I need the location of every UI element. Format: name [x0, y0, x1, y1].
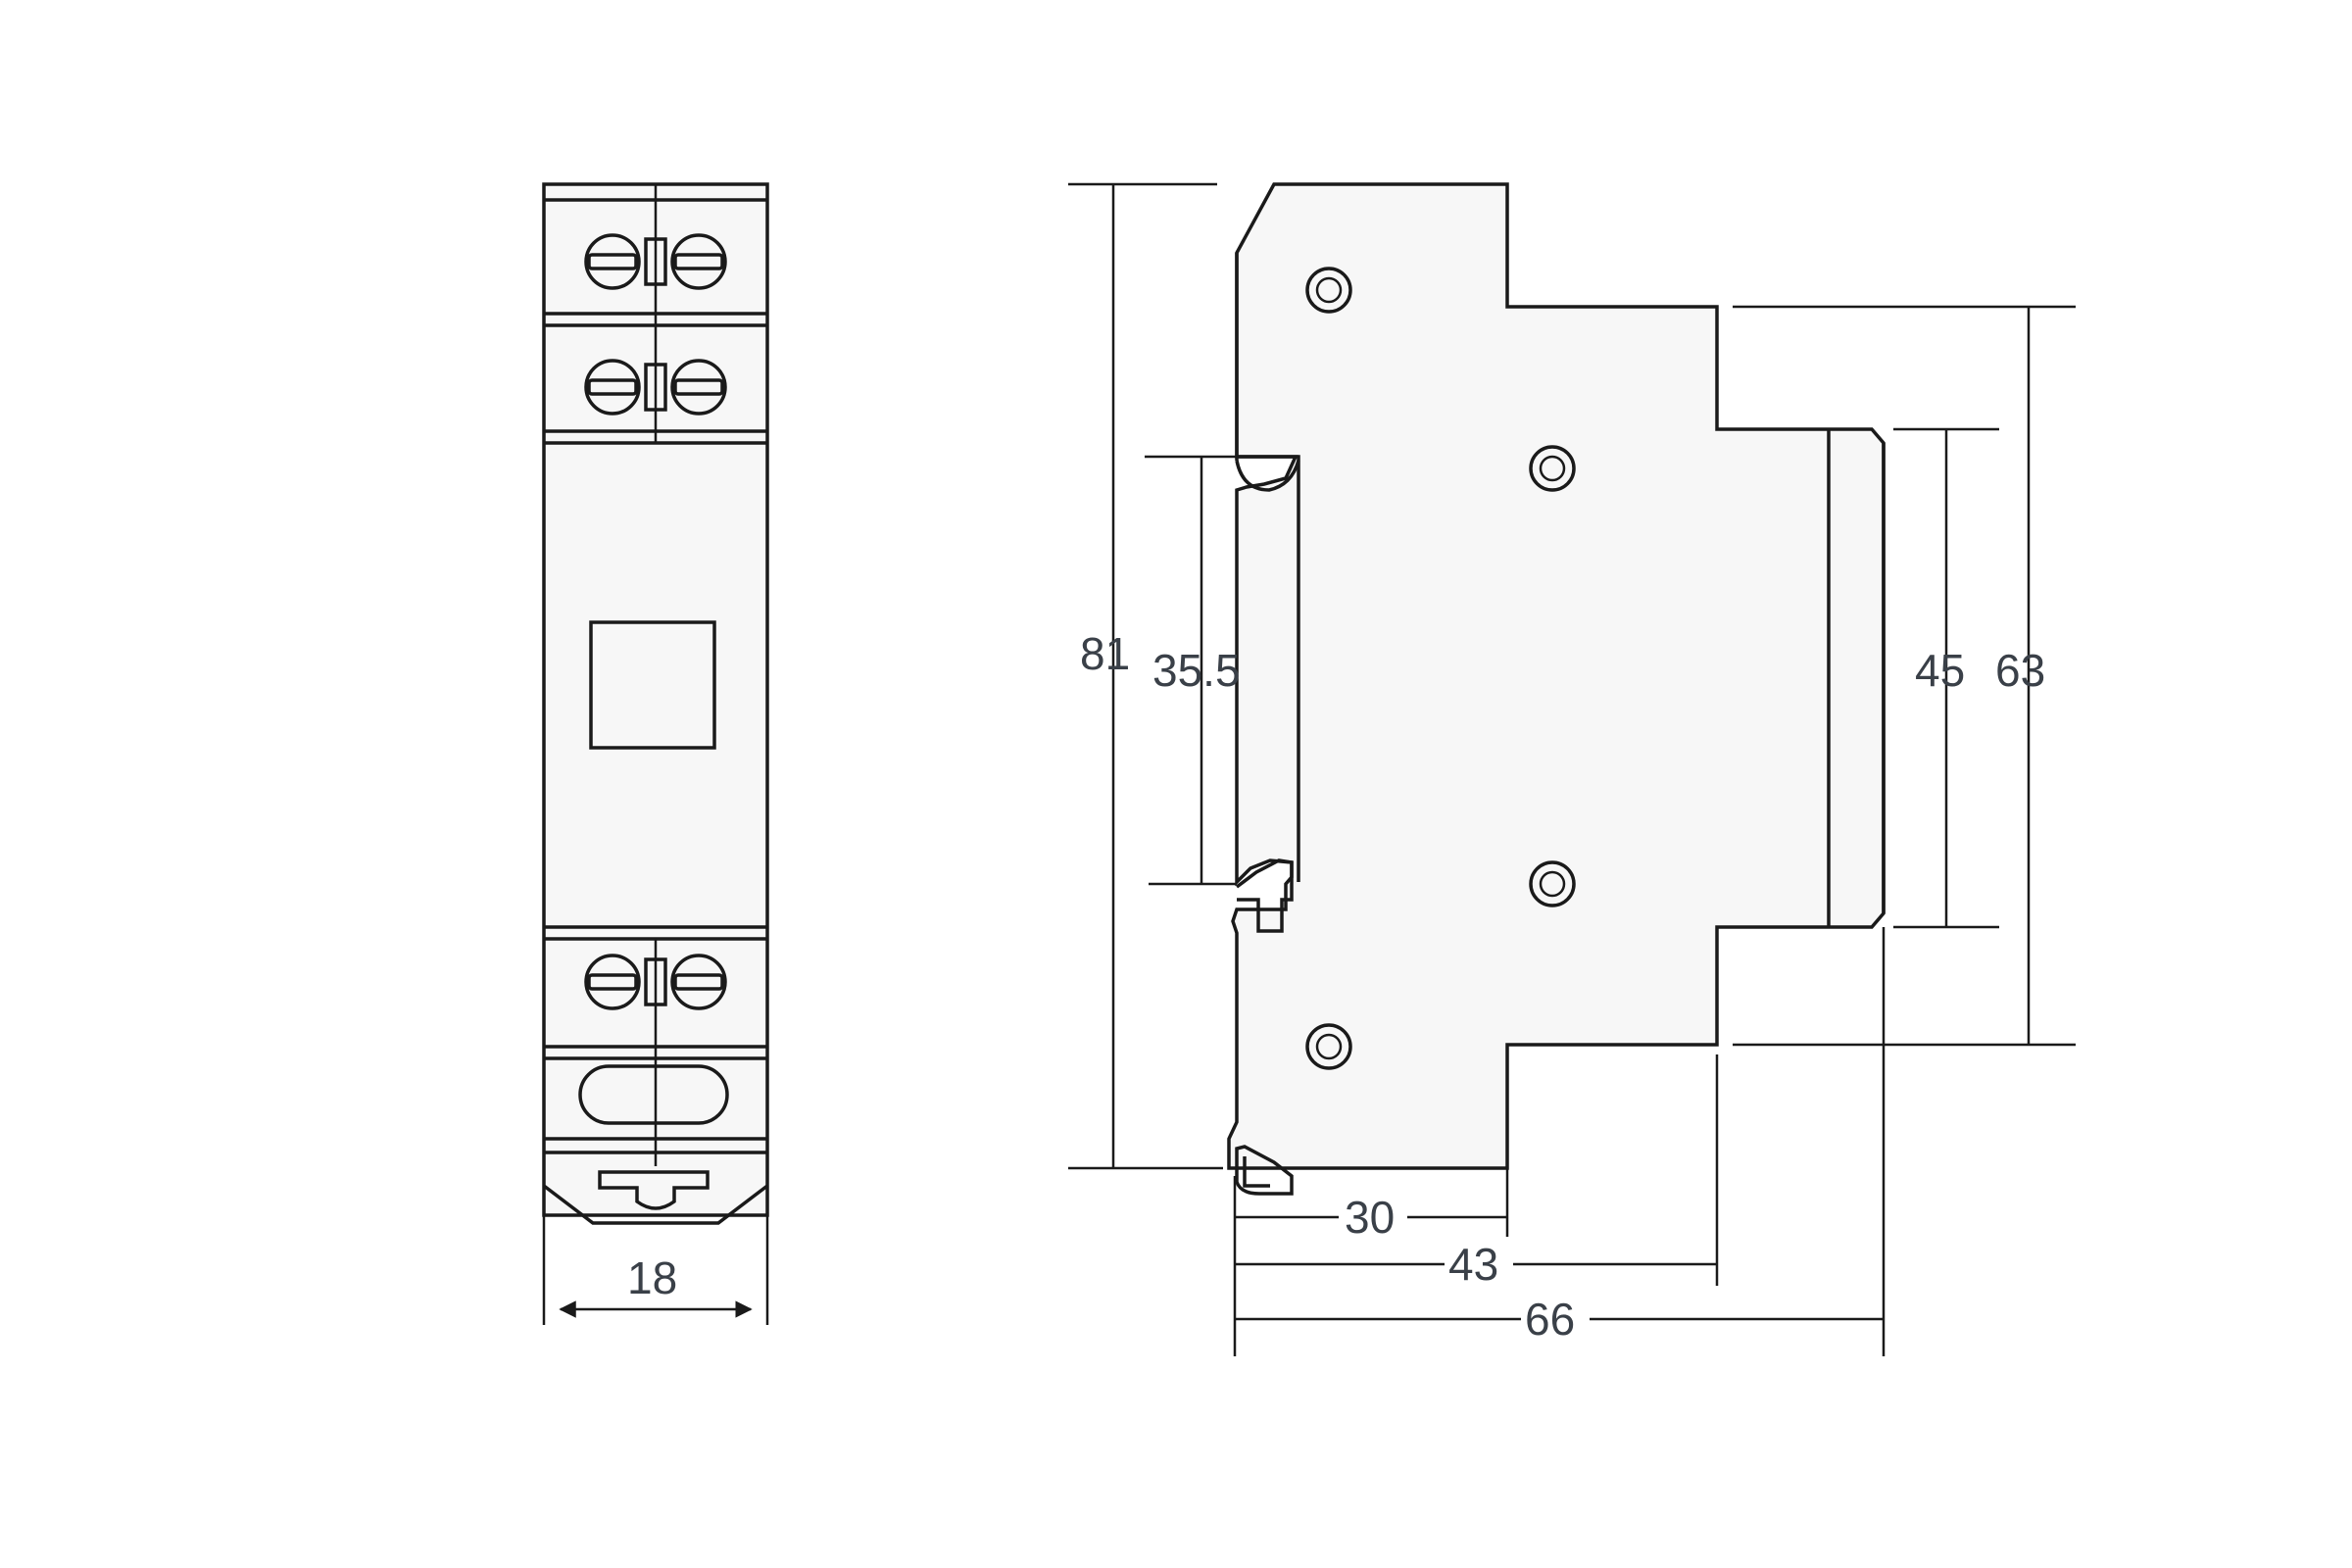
label-slot [578, 1064, 729, 1125]
indicator-window [589, 620, 716, 750]
inner-height-label: 45 [1915, 645, 1965, 696]
mounting-hole-3 [1529, 860, 1576, 907]
mounting-hole-1 [1305, 267, 1352, 314]
rail-catch-lower [1235, 858, 1294, 933]
front-view: 18 [542, 182, 769, 1325]
depth-front-label: 30 [1345, 1192, 1395, 1243]
mounting-hole-4 [1305, 1023, 1352, 1070]
screw-terminal-top-1 [584, 233, 727, 290]
mid-height-label: 63 [1995, 645, 2045, 696]
mounting-hole-2 [1529, 445, 1576, 492]
side-body-outline [1227, 182, 1886, 1170]
rail-height-label: 35.5 [1152, 645, 1241, 696]
overall-height-label: 81 [1080, 628, 1130, 679]
din-clip-front [542, 1170, 769, 1225]
depth-mid-label: 43 [1448, 1239, 1498, 1290]
side-view: 81 35.5 45 63 30 43 66 [1068, 182, 2076, 1356]
screw-terminal-top-2 [584, 359, 727, 416]
width-dimension-label: 18 [627, 1252, 677, 1303]
screw-terminal-bottom [584, 954, 727, 1010]
din-clip-side [1235, 1145, 1294, 1196]
depth-total-label: 66 [1525, 1294, 1575, 1345]
